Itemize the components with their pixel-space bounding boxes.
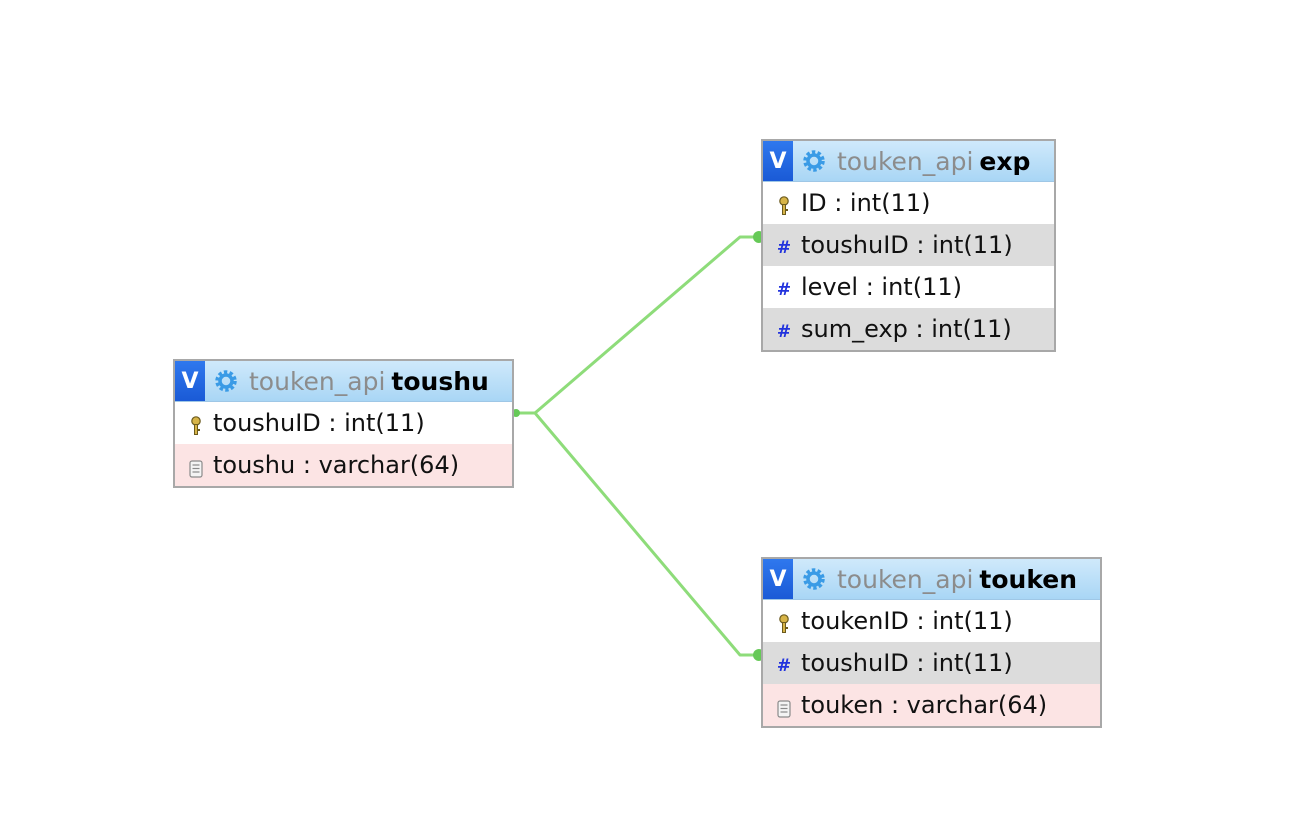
column-row[interactable]: toushu : varchar(64) <box>175 444 512 486</box>
table-exp[interactable]: V touken_api exp ID : int(11) # toushuID… <box>761 139 1056 352</box>
column-label: toushuID : int(11) <box>213 409 425 437</box>
column-label: level : int(11) <box>801 273 962 301</box>
table-toushu[interactable]: V touken_api toushu toushuID : int(11) t… <box>173 359 514 488</box>
relation-line-toushu-touken <box>533 411 764 657</box>
column-label: touken : varchar(64) <box>801 691 1048 719</box>
primary-key-icon <box>773 608 795 634</box>
column-row[interactable]: toukenID : int(11) <box>763 600 1100 642</box>
numeric-column-icon: # <box>776 322 792 342</box>
column-label: sum_exp : int(11) <box>801 315 1012 343</box>
database-name: touken_api <box>837 146 974 176</box>
column-row[interactable]: # toushuID : int(11) <box>763 642 1100 684</box>
column-row[interactable]: # toushuID : int(11) <box>763 224 1054 266</box>
column-row[interactable]: touken : varchar(64) <box>763 684 1100 726</box>
column-row[interactable]: # sum_exp : int(11) <box>763 308 1054 350</box>
text-column-icon <box>773 692 795 718</box>
table-header[interactable]: V touken_api toushu <box>175 361 512 402</box>
database-name: touken_api <box>837 564 974 594</box>
numeric-column-icon: # <box>776 656 792 676</box>
text-column-icon <box>185 452 207 478</box>
column-row[interactable]: toushuID : int(11) <box>175 402 512 444</box>
numeric-column-icon: # <box>776 280 792 300</box>
column-label: toushuID : int(11) <box>801 649 1013 677</box>
column-label: toushu : varchar(64) <box>213 451 460 479</box>
primary-key-icon <box>185 410 207 436</box>
relation-line-toushu-exp <box>513 235 764 415</box>
collapse-toggle-button[interactable]: V <box>763 559 793 599</box>
column-row[interactable]: # level : int(11) <box>763 266 1054 308</box>
gear-icon[interactable] <box>799 146 829 176</box>
column-label: toukenID : int(11) <box>801 607 1013 635</box>
primary-key-icon <box>773 190 795 216</box>
table-touken[interactable]: V touken_api touken toukenID : int(11) #… <box>761 557 1102 728</box>
gear-icon[interactable] <box>799 564 829 594</box>
table-name: exp <box>979 146 1031 176</box>
column-label: ID : int(11) <box>801 189 931 217</box>
database-name: touken_api <box>249 366 386 396</box>
numeric-column-icon: # <box>776 238 792 258</box>
collapse-toggle-button[interactable]: V <box>763 141 793 181</box>
table-name: touken <box>979 564 1078 594</box>
column-row[interactable]: ID : int(11) <box>763 182 1054 224</box>
table-header[interactable]: V touken_api touken <box>763 559 1100 600</box>
relation-end-dot-toushu <box>512 409 520 417</box>
collapse-toggle-button[interactable]: V <box>175 361 205 401</box>
gear-icon[interactable] <box>211 366 241 396</box>
column-label: toushuID : int(11) <box>801 231 1013 259</box>
table-header[interactable]: V touken_api exp <box>763 141 1054 182</box>
table-name: toushu <box>391 366 489 396</box>
